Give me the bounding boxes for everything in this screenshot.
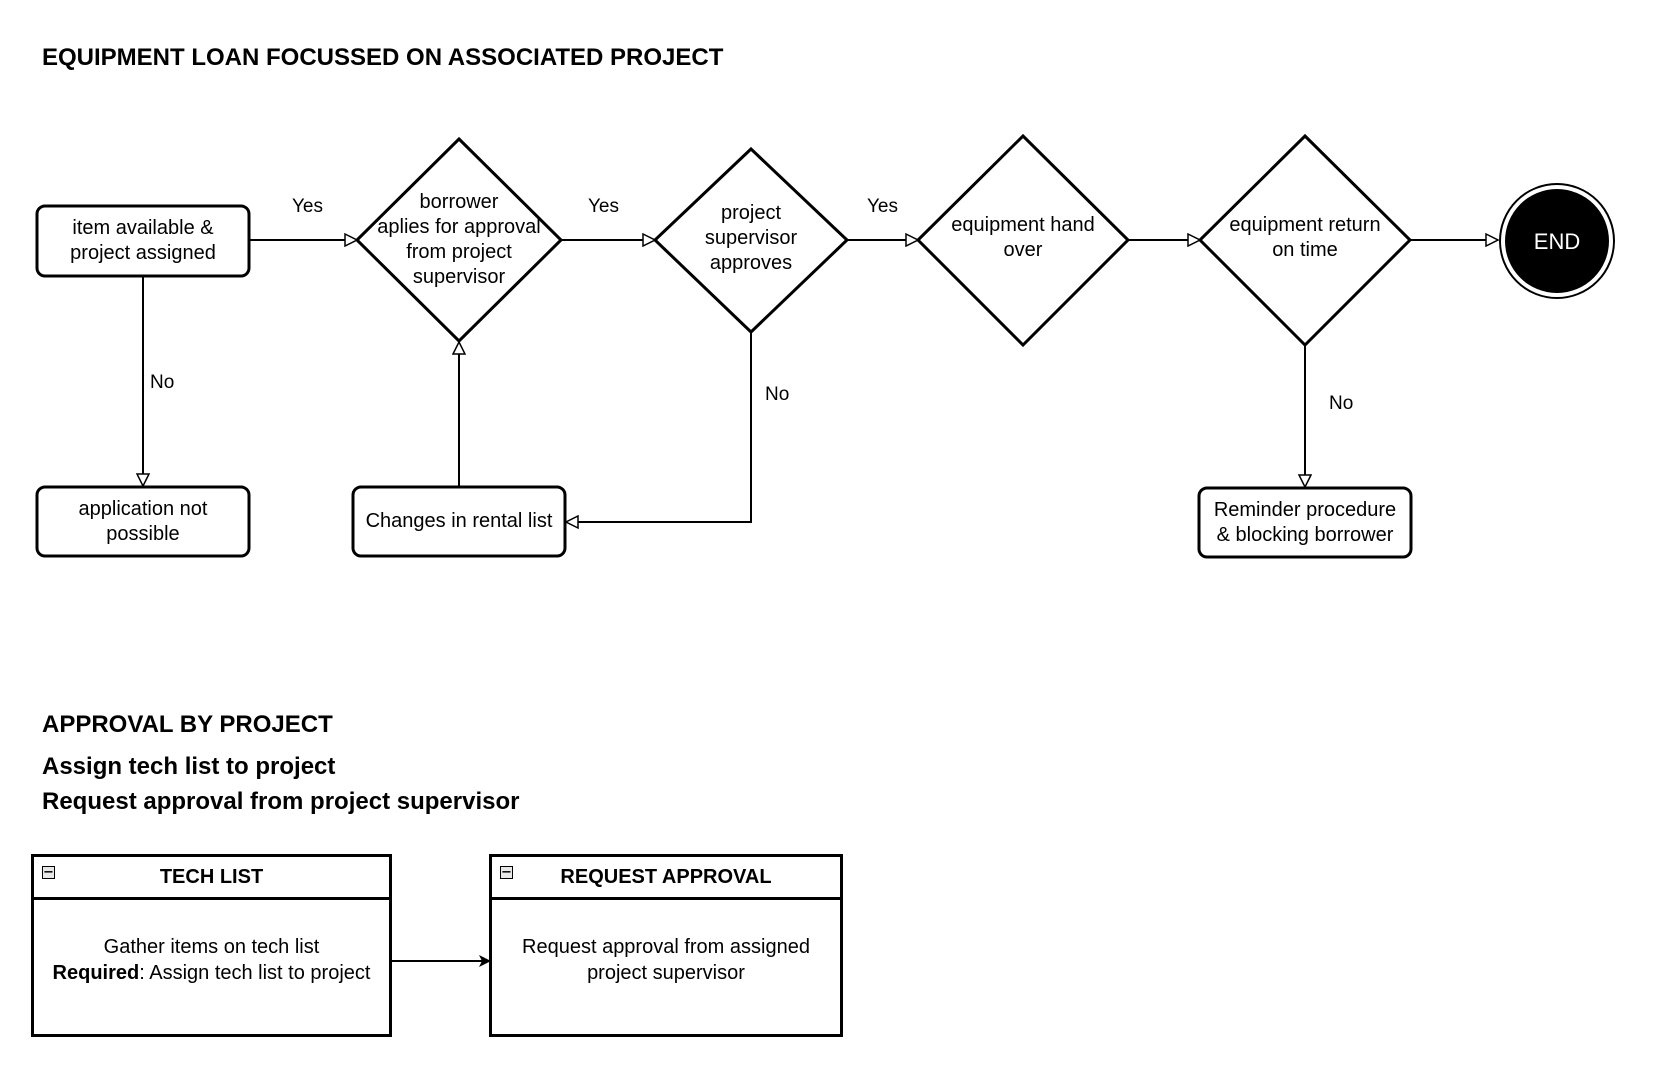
borrower-applies-label: borrower aplies for approval from projec… bbox=[377, 191, 541, 288]
request-approval-text: Request approval from assigned project s… bbox=[522, 936, 810, 984]
edge-supervisor-to-changes bbox=[566, 332, 752, 522]
request-approval-body: Request approval from assigned project s… bbox=[492, 900, 840, 986]
collapse-icon[interactable]: − bbox=[500, 865, 513, 880]
request-approval-box[interactable]: − REQUEST APPROVAL Request approval from… bbox=[489, 854, 843, 1037]
tech-list-required-line: Required: Assign tech list to project bbox=[53, 960, 371, 986]
hand-over-label: equipment hand over bbox=[951, 214, 1095, 261]
reminder-label: Reminder procedure & blocking borrower bbox=[1213, 498, 1397, 546]
diagram-title: EQUIPMENT LOAN FOCUSSED ON ASSOCIATED PR… bbox=[42, 44, 724, 71]
tech-list-box[interactable]: − TECH LIST Gather items on tech list Re… bbox=[31, 854, 392, 1037]
tech-list-title: TECH LIST bbox=[159, 865, 264, 888]
not-possible-shape[interactable] bbox=[35, 485, 251, 558]
section-line-2: Request approval from project supervisor bbox=[42, 788, 520, 815]
edge-label-yes: Yes bbox=[292, 196, 323, 217]
end-circle[interactable] bbox=[1505, 189, 1609, 293]
tech-list-header: − TECH LIST bbox=[34, 857, 389, 900]
edge-label-no: No bbox=[150, 372, 175, 393]
edge-label-no: No bbox=[765, 384, 790, 405]
section-title: APPROVAL BY PROJECT bbox=[42, 711, 333, 738]
end-label: END bbox=[1533, 228, 1581, 254]
supervisor-approves-label: project supervisor approves bbox=[704, 201, 798, 274]
edge-label-yes: Yes bbox=[588, 196, 619, 217]
tech-list-body-line: Gather items on tech list bbox=[103, 936, 320, 958]
return-on-time-label: equipment return on time bbox=[1229, 214, 1381, 261]
collapse-icon[interactable]: − bbox=[42, 865, 55, 880]
section-line-1: Assign tech list to project bbox=[42, 753, 336, 780]
hand-over-diamond[interactable] bbox=[915, 133, 1131, 348]
reminder-shape[interactable] bbox=[1197, 486, 1413, 559]
request-approval-header: − REQUEST APPROVAL bbox=[492, 857, 840, 900]
item-available-label: item available & project assigned bbox=[70, 217, 216, 264]
changes-rental-label: Changes in rental list bbox=[365, 510, 553, 532]
tech-list-body: Gather items on tech list Required: Assi… bbox=[34, 900, 389, 986]
required-text: : Assign tech list to project bbox=[139, 962, 371, 984]
edge-label-no: No bbox=[1329, 393, 1354, 414]
required-label: Required bbox=[52, 962, 140, 984]
not-possible-label: application not possible bbox=[78, 497, 208, 545]
edge-label-yes: Yes bbox=[867, 196, 898, 217]
request-approval-title: REQUEST APPROVAL bbox=[560, 865, 772, 888]
